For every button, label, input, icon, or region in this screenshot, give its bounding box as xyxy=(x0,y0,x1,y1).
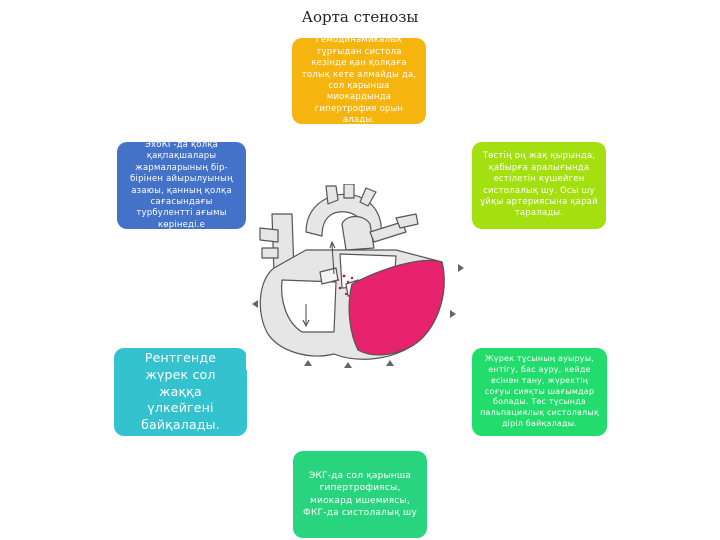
echocardiography-box: ЭхоКГ-да қолқа қақпақшалары жармаларының… xyxy=(117,139,246,230)
heart-cross-section-icon xyxy=(252,183,464,368)
auscultation-box: Төстің оң жақ қырында, қабырға аралығынд… xyxy=(472,142,606,229)
symptoms-text: Жүрек тұсының ауыруы, ентігу, бас ауру, … xyxy=(480,354,599,428)
hemodynamics-text: Гемодинамикалық тұрғыдан систола кезінде… xyxy=(301,35,417,126)
heart-illustration xyxy=(246,183,472,370)
echocardiography-text: ЭхоКГ-да қолқа қақпақшалары жармаларының… xyxy=(130,139,233,230)
xray-box: Рентгенде жүрек сол жаққа үлкейгені байқ… xyxy=(114,348,247,436)
hemodynamics-box: Гемодинамикалық тұрғыдан систола кезінде… xyxy=(292,35,426,126)
xray-text: Рентгенде жүрек сол жаққа үлкейгені байқ… xyxy=(141,349,220,433)
symptoms-box: Жүрек тұсының ауыруы, ентігу, бас ауру, … xyxy=(472,348,607,436)
ecg-text: ЭКГ-да сол қарынша гипертрофиясы, миокар… xyxy=(303,471,417,518)
ecg-box: ЭКГ-да сол қарынша гипертрофиясы, миокар… xyxy=(293,451,427,538)
auscultation-text: Төстің оң жақ қырында, қабырға аралығынд… xyxy=(480,151,598,219)
page-title: Аорта стенозы xyxy=(301,8,419,26)
